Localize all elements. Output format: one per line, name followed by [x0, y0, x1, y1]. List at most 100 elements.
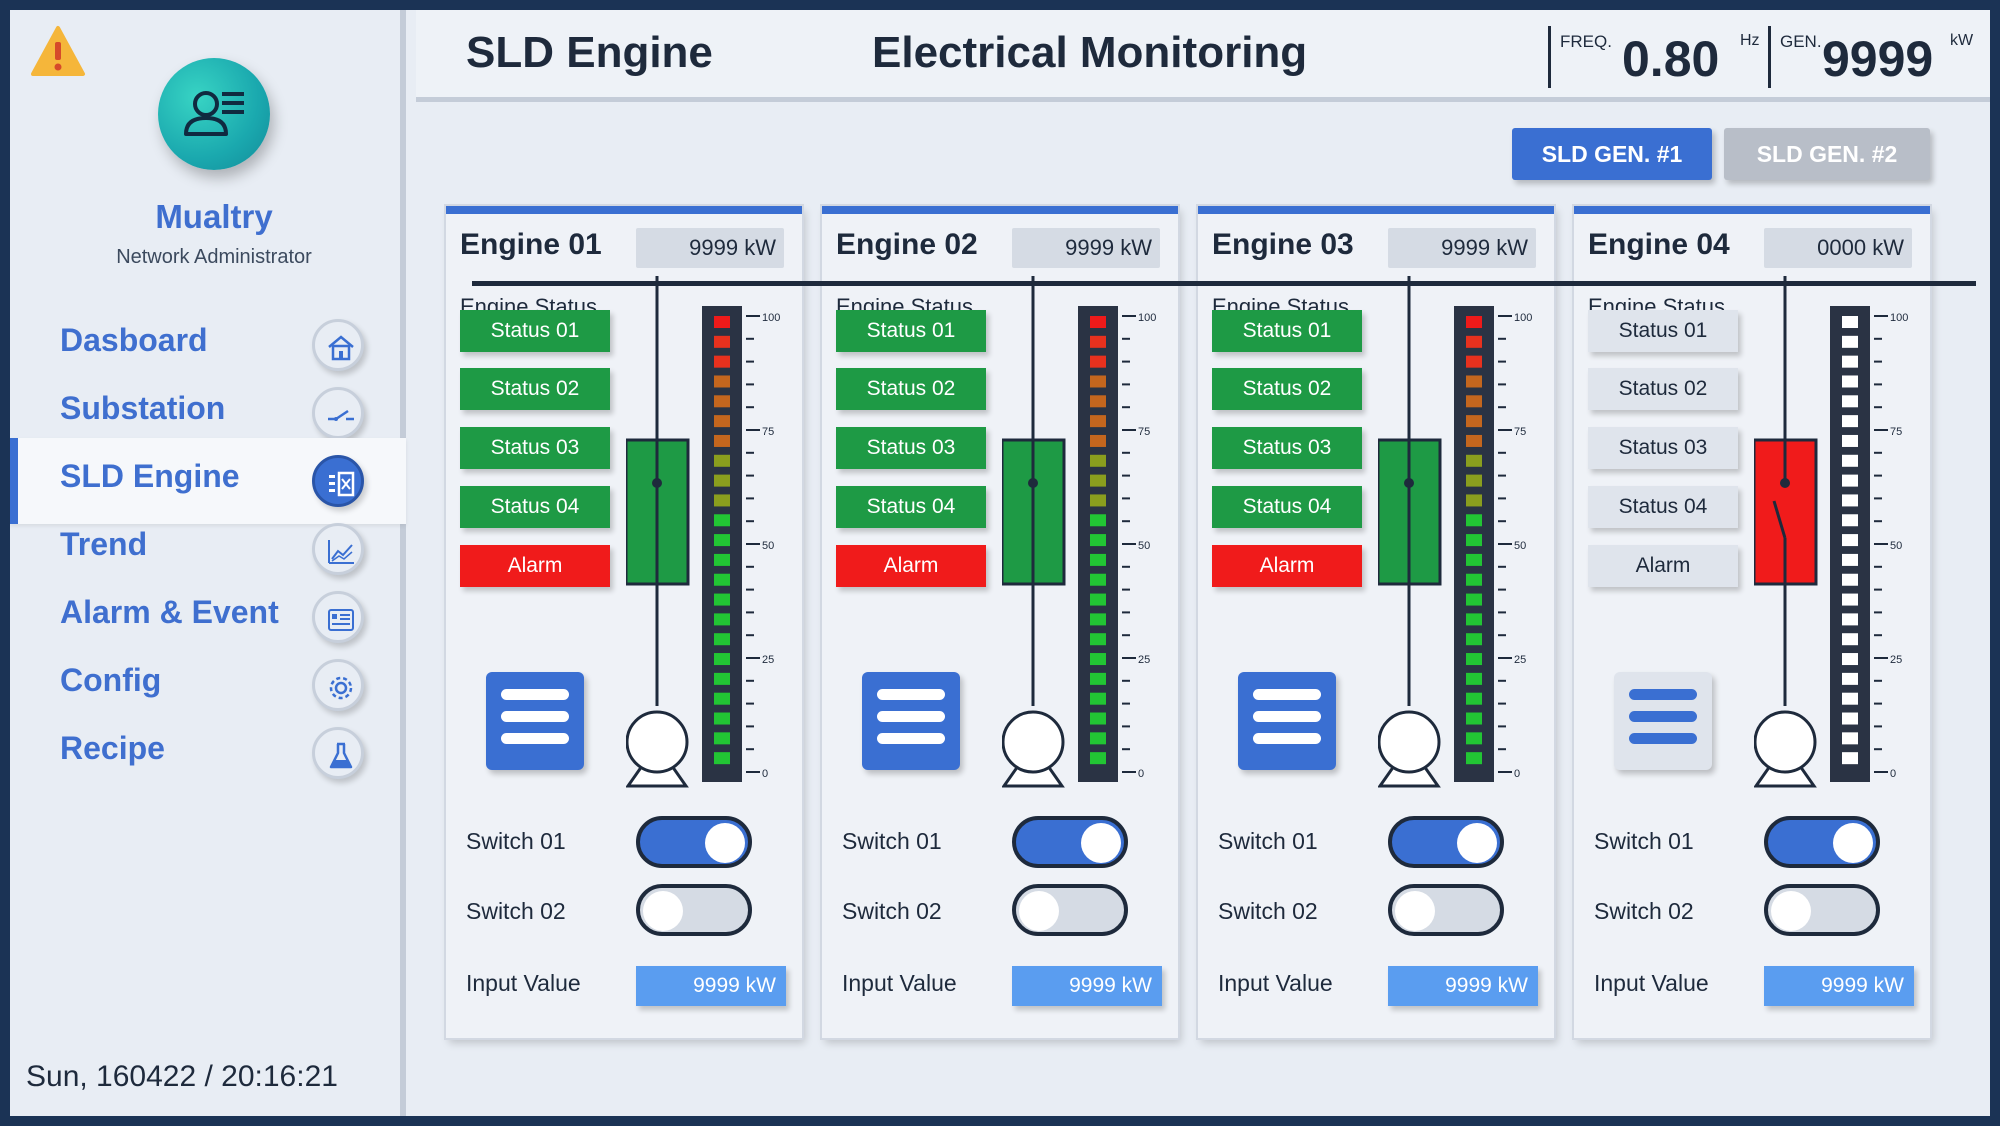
avatar[interactable]	[158, 58, 270, 170]
status-indicator-3[interactable]: Status 03	[1588, 427, 1738, 469]
gauge-segment	[1466, 692, 1482, 705]
alarm-indicator[interactable]: Alarm	[460, 545, 610, 587]
gauge-segment	[1842, 534, 1858, 547]
status-indicator-2[interactable]: Status 02	[836, 368, 986, 410]
sidebar-item-sld-engine[interactable]: SLD Engine	[10, 438, 406, 524]
gauge-segment	[1090, 434, 1106, 447]
tab-sld-gen-2[interactable]: SLD GEN. #2	[1724, 128, 1930, 180]
sidebar-item-substation[interactable]: Substation	[10, 370, 406, 456]
event-list-icon[interactable]	[312, 591, 364, 643]
switch-icon[interactable]	[312, 387, 364, 439]
gauge-segment	[1842, 395, 1858, 408]
status-indicator-4[interactable]: Status 04	[1588, 486, 1738, 528]
gauge-segment	[1842, 613, 1858, 626]
menu-bar	[501, 711, 569, 722]
sidebar-item-trend[interactable]: Trend	[10, 506, 406, 592]
gauge-tick-label: 75	[762, 426, 774, 438]
flask-icon[interactable]	[312, 727, 364, 779]
input-value-field[interactable]: 9999 kW	[1388, 966, 1538, 1006]
tab-sld-gen-1[interactable]: SLD GEN. #1	[1512, 128, 1712, 180]
engine-single-line	[1754, 276, 1818, 788]
sld-icon[interactable]	[312, 455, 364, 507]
switch-2-toggle[interactable]	[1388, 884, 1504, 936]
status-indicator-2[interactable]: Status 02	[1588, 368, 1738, 410]
switch-1-toggle[interactable]	[1012, 816, 1128, 868]
alarm-indicator[interactable]: Alarm	[1588, 545, 1738, 587]
gauge-tick-label: 75	[1138, 426, 1150, 438]
menu-icon[interactable]	[1238, 672, 1336, 770]
toggle-knob	[705, 823, 745, 863]
gauge-segment	[1090, 355, 1106, 368]
input-value-label: Input Value	[1218, 970, 1333, 996]
switch-2-toggle[interactable]	[636, 884, 752, 936]
gauge-segment	[1842, 593, 1858, 606]
menu-bar	[1253, 733, 1321, 744]
status-indicator-1[interactable]: Status 01	[1212, 310, 1362, 352]
menu-bar	[877, 689, 945, 700]
status-indicator-3[interactable]: Status 03	[1212, 427, 1362, 469]
alarm-indicator[interactable]: Alarm	[1212, 545, 1362, 587]
warning-icon[interactable]	[30, 24, 86, 80]
sidebar-item-dasboard[interactable]: Dasboard	[10, 302, 406, 388]
home-icon[interactable]	[312, 319, 364, 371]
switch-1-label: Switch 01	[1594, 828, 1694, 854]
gauge-segment	[1842, 454, 1858, 467]
menu-icon[interactable]	[862, 672, 960, 770]
status-indicator-3[interactable]: Status 03	[836, 427, 986, 469]
input-value-field[interactable]: 9999 kW	[1012, 966, 1162, 1006]
gauge-segment	[1842, 633, 1858, 646]
sidebar-item-label: Config	[60, 662, 162, 698]
gauge-segment	[714, 395, 730, 408]
chart-icon[interactable]	[312, 523, 364, 575]
gauge-segment	[1466, 494, 1482, 507]
sidebar-item-config[interactable]: Config	[10, 642, 406, 728]
menu-icon[interactable]	[486, 672, 584, 770]
input-value-label: Input Value	[842, 970, 957, 996]
switch-1-toggle[interactable]	[1764, 816, 1880, 868]
gauge-tick-label: 100	[762, 312, 780, 324]
gauge-segment	[714, 553, 730, 566]
menu-icon[interactable]	[1614, 672, 1712, 770]
menu-bar	[1253, 689, 1321, 700]
sidebar-item-recipe[interactable]: Recipe	[10, 710, 406, 796]
switch-2-label: Switch 02	[842, 898, 942, 924]
switch-2-toggle[interactable]	[1764, 884, 1880, 936]
gauge-segment	[714, 434, 730, 447]
engine-title: Engine 03	[1212, 228, 1354, 261]
engine-power: 9999 kW	[1388, 228, 1536, 268]
switch-2-toggle[interactable]	[1012, 884, 1128, 936]
status-indicator-4[interactable]: Status 04	[460, 486, 610, 528]
status-indicator-4[interactable]: Status 04	[836, 486, 986, 528]
status-indicator-1[interactable]: Status 01	[1588, 310, 1738, 352]
gauge-segment	[1466, 573, 1482, 586]
status-indicator-1[interactable]: Status 01	[460, 310, 610, 352]
status-indicator-2[interactable]: Status 02	[460, 368, 610, 410]
input-value-field[interactable]: 9999 kW	[636, 966, 786, 1006]
input-value-field[interactable]: 9999 kW	[1764, 966, 1914, 1006]
gauge-segment	[1466, 375, 1482, 388]
alarm-indicator[interactable]: Alarm	[836, 545, 986, 587]
switch-1-toggle[interactable]	[636, 816, 752, 868]
breaker-pivot	[1028, 478, 1038, 488]
gauge-segment	[714, 474, 730, 487]
status-indicator-4[interactable]: Status 04	[1212, 486, 1362, 528]
gear-icon[interactable]	[312, 659, 364, 711]
gauge-segment	[1466, 712, 1482, 725]
gauge-segment	[1466, 593, 1482, 606]
gauge-segment	[714, 335, 730, 348]
status-indicator-1[interactable]: Status 01	[836, 310, 986, 352]
gauge-segment	[714, 732, 730, 745]
switch-1-toggle[interactable]	[1388, 816, 1504, 868]
gauge-segment	[1842, 692, 1858, 705]
gauge-segment	[1466, 672, 1482, 685]
sidebar-item-alarm-event[interactable]: Alarm & Event	[10, 574, 406, 660]
freq-value: 0.80	[1622, 31, 1720, 87]
status-indicator-3[interactable]: Status 03	[460, 427, 610, 469]
gauge-segment	[1466, 553, 1482, 566]
gauge-segment	[1466, 534, 1482, 547]
switch-2-label: Switch 02	[1594, 898, 1694, 924]
status-indicator-2[interactable]: Status 02	[1212, 368, 1362, 410]
gauge-segment	[1466, 335, 1482, 348]
